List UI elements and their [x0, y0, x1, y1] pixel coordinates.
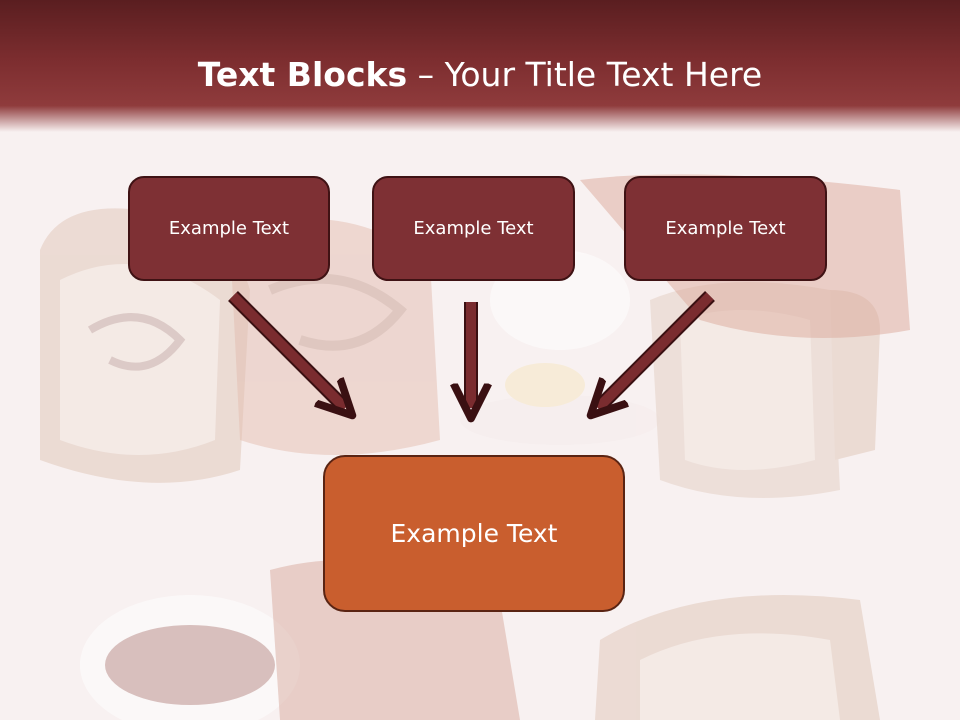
text-block-2: Example Text [372, 176, 575, 281]
title-separator: – [407, 55, 445, 94]
slide-title: Text Blocks – Your Title Text Here [0, 50, 960, 100]
text-block-3: Example Text [624, 176, 827, 281]
teacup-bottom-left [80, 595, 300, 720]
text-block-1: Example Text [128, 176, 330, 281]
text-block-1-label: Example Text [168, 218, 290, 239]
arrow-right [598, 291, 715, 408]
target-block: Example Text [323, 455, 625, 612]
title-bar [0, 0, 960, 132]
text-block-2-label: Example Text [413, 218, 534, 239]
title-bold: Text Blocks [197, 55, 408, 94]
cake-slice-bottom-right [595, 595, 880, 720]
text-block-3-label: Example Text [665, 218, 786, 239]
target-block-label: Example Text [390, 519, 558, 548]
title-rest: Your Title Text Here [444, 55, 763, 94]
arrow-left [228, 291, 345, 408]
